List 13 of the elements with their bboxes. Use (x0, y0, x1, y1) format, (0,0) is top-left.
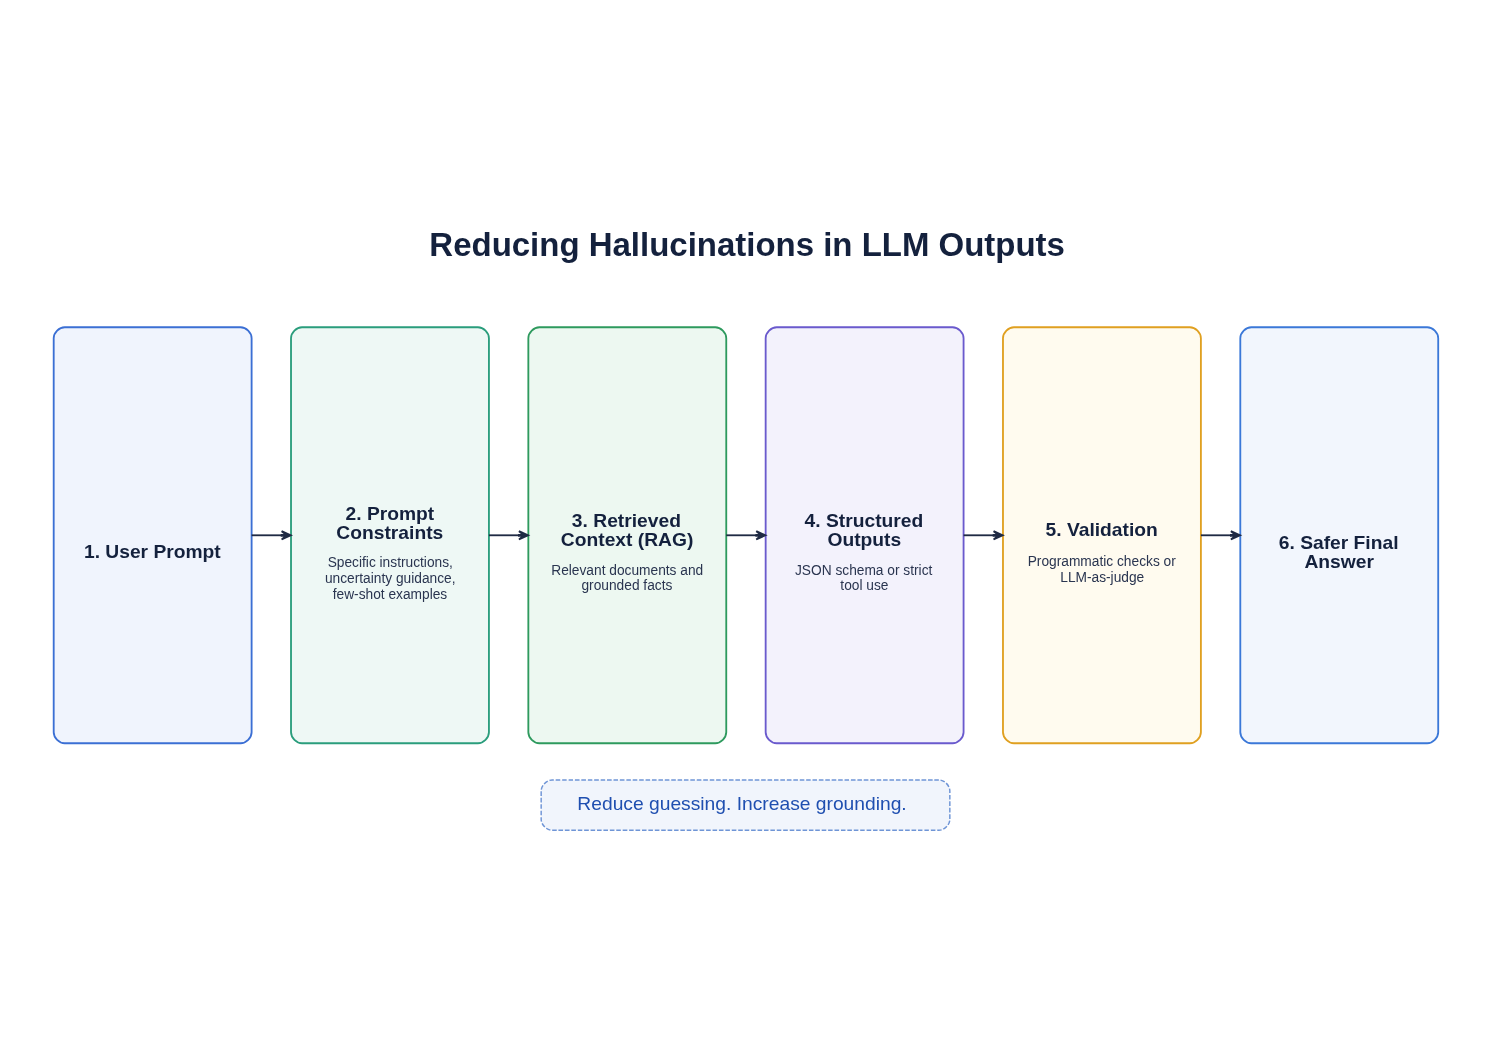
node-box: 1. User Prompt (52, 326, 253, 745)
arrow (1200, 530, 1241, 541)
node-box: Reduce guessing. Increase grounding. (540, 779, 951, 832)
arrow (725, 530, 767, 541)
arrow (962, 530, 1004, 541)
node-box: 2. Prompt Constraints Specific instructions, uncertainty guidance, few-shot examples (290, 326, 490, 745)
node-box: 6. Safer Final Answer (1239, 326, 1440, 745)
arrow (250, 530, 292, 541)
node-box: 4. Structured Outputs JSON schema or strict tool use (764, 326, 965, 745)
arrow (488, 530, 530, 541)
diagram-title: Reducing Hallucinations in LLM Outputs (429, 225, 1065, 263)
node-box: 5. Validation Programmatic checks or LLM-as-judge (1002, 326, 1202, 745)
node-box: 3. Retrieved Context (RAG) Relevant documents and grounded facts (527, 326, 728, 745)
